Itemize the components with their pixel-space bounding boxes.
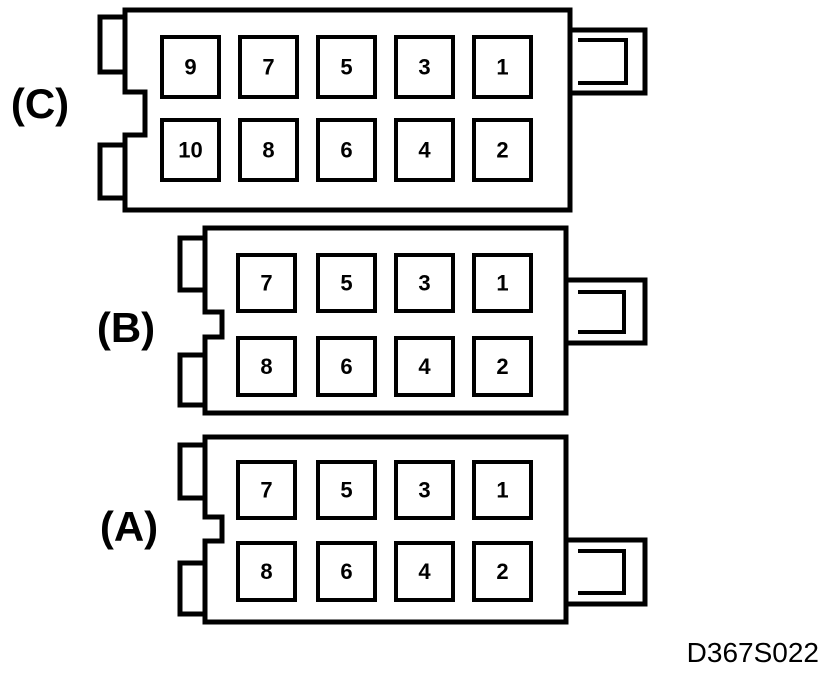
connector-a-pin: 1 <box>472 460 533 520</box>
connector-a-label: (A) <box>100 503 158 550</box>
svg-text:6: 6 <box>340 138 352 163</box>
connector-c-pin: 9 <box>160 35 221 99</box>
connector-a-pin: 8 <box>236 541 297 602</box>
connector-c-bottom-latch <box>97 142 125 201</box>
connector-c-housing <box>122 7 573 213</box>
connector-c-pin: 2 <box>472 118 533 182</box>
svg-text:2: 2 <box>496 559 508 584</box>
connector-a-bottom-latch <box>177 560 205 617</box>
connector-b-pin: 1 <box>472 253 533 313</box>
connector-b-bottom-latch <box>177 352 205 408</box>
svg-text:3: 3 <box>418 271 430 296</box>
connector-c-pin: 6 <box>316 118 377 182</box>
svg-text:8: 8 <box>262 138 274 163</box>
svg-text:4: 4 <box>418 354 431 379</box>
svg-text:8: 8 <box>260 559 272 584</box>
svg-text:7: 7 <box>262 55 274 80</box>
svg-text:3: 3 <box>418 55 430 80</box>
svg-text:1: 1 <box>496 478 508 503</box>
svg-text:5: 5 <box>340 55 352 80</box>
connector-b-pin: 2 <box>472 336 533 397</box>
connector-a-pin: 2 <box>472 541 533 602</box>
svg-text:7: 7 <box>260 478 272 503</box>
connector-c-pin: 10 <box>160 118 221 182</box>
connector-a: 7 5 3 1 8 6 4 2 (A) <box>100 434 648 625</box>
connector-b-side-tab <box>566 277 648 346</box>
connector-b: 7 5 3 1 8 6 4 2 (B) <box>97 225 648 416</box>
svg-text:1: 1 <box>496 271 508 296</box>
svg-text:2: 2 <box>496 354 508 379</box>
connector-c: 9 7 5 3 1 10 8 6 <box>11 7 648 213</box>
svg-text:7: 7 <box>260 271 272 296</box>
connector-a-pin: 4 <box>394 541 455 602</box>
connector-a-pin: 6 <box>316 541 377 602</box>
svg-text:6: 6 <box>340 559 352 584</box>
connector-c-pin: 5 <box>316 35 377 99</box>
connector-c-pin: 8 <box>238 118 299 182</box>
connector-b-pin: 4 <box>394 336 455 397</box>
svg-text:5: 5 <box>340 271 352 296</box>
connector-b-top-latch <box>177 235 205 293</box>
connector-c-side-tab <box>570 27 648 96</box>
svg-text:2: 2 <box>496 138 508 163</box>
connector-b-pin: 6 <box>316 336 377 397</box>
connector-a-side-tab-inner <box>578 549 626 595</box>
connector-a-pin: 7 <box>236 460 297 520</box>
svg-text:3: 3 <box>418 478 430 503</box>
connector-a-top-latch <box>177 442 205 501</box>
svg-text:8: 8 <box>260 354 272 379</box>
connector-b-pin: 5 <box>316 253 377 313</box>
svg-text:4: 4 <box>418 138 431 163</box>
svg-text:1: 1 <box>496 55 508 80</box>
connector-b-pin: 7 <box>236 253 297 313</box>
connector-c-side-tab-inner <box>578 38 628 85</box>
svg-text:4: 4 <box>418 559 431 584</box>
connector-c-pin: 3 <box>394 35 455 99</box>
connector-a-housing <box>202 434 569 625</box>
connector-b-pin: 3 <box>394 253 455 313</box>
connector-b-side-tab-inner <box>578 290 626 334</box>
connector-b-housing <box>202 225 569 416</box>
svg-text:10: 10 <box>178 138 202 163</box>
connector-a-pin: 5 <box>316 460 377 520</box>
connector-c-label: (C) <box>11 80 69 127</box>
connector-c-pin: 7 <box>238 35 299 99</box>
connector-c-pin: 4 <box>394 118 455 182</box>
svg-text:9: 9 <box>184 55 196 80</box>
connector-c-top-latch <box>97 14 125 75</box>
svg-text:6: 6 <box>340 354 352 379</box>
figure-id: D367S022 <box>687 637 819 668</box>
connector-b-label: (B) <box>97 304 155 351</box>
connector-a-side-tab <box>566 537 648 607</box>
connector-a-pin: 3 <box>394 460 455 520</box>
svg-text:5: 5 <box>340 478 352 503</box>
connector-b-pin: 8 <box>236 336 297 397</box>
connector-c-pin: 1 <box>472 35 533 99</box>
